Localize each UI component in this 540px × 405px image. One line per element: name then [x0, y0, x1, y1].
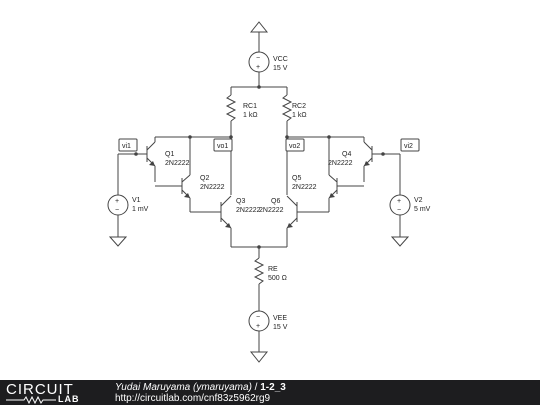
logo-lab-text: LAB: [58, 394, 80, 404]
node-vo2-box: [285, 138, 305, 152]
rc1-label: RC1: [243, 103, 257, 110]
q6-label: Q6: [271, 198, 280, 205]
circuit-url[interactable]: http://circuitlab.com/cnf83z5962rg9: [115, 393, 271, 404]
re-resistor: [253, 257, 265, 285]
q5-label: Q5: [292, 175, 301, 182]
node-vo2-label: vo2: [289, 143, 300, 150]
v2-plus: +: [397, 198, 401, 205]
author-link[interactable]: Yudai Maruyama (ymaruyama): [115, 382, 252, 393]
vcc-supply-arrow: [249, 21, 269, 33]
vcc-minus: −: [256, 55, 260, 62]
rc2-label: RC2: [292, 103, 306, 110]
re-value: 500 Ω: [268, 275, 287, 282]
node-vi2-label: vi2: [404, 143, 413, 150]
q2-label: Q2: [200, 175, 209, 182]
rc2-resistor: [281, 94, 293, 122]
node-vi1-box: [118, 138, 138, 152]
v2-minus: −: [397, 207, 401, 214]
v1-label: V1: [132, 197, 141, 204]
q3-label: Q3: [236, 198, 245, 205]
rc2-value: 1 kΩ: [292, 112, 307, 119]
logo-resistor-icon: [6, 395, 56, 404]
rc1-resistor: [225, 94, 237, 122]
v1-plus: +: [115, 198, 119, 205]
re-label: RE: [268, 266, 278, 273]
vee-minus: −: [256, 314, 260, 321]
footer-credit: Yudai Maruyama (ymaruyama) / 1-2_3: [115, 382, 286, 393]
q2-model: 2N2222: [200, 184, 225, 191]
v2-value: 5 mV: [414, 206, 431, 213]
q1-model: 2N2222: [165, 160, 190, 167]
v1-minus: −: [115, 207, 119, 214]
node-vi1-label: vi1: [122, 143, 131, 150]
v1-ground: [108, 236, 128, 247]
q6-model: 2N2222: [259, 207, 284, 214]
vcc-value: 15 V: [273, 65, 288, 72]
v2-label: V2: [414, 197, 423, 204]
q4-model: 2N2222: [328, 160, 353, 167]
q4-label: Q4: [342, 151, 351, 158]
vcc-plus: +: [256, 64, 260, 71]
node-vo1-box: [213, 138, 233, 152]
v1-value: 1 mV: [132, 206, 149, 213]
vee-label: VEE: [273, 315, 287, 322]
project-name[interactable]: 1-2_3: [260, 382, 286, 393]
circuit-schematic: − + − + + − + − VCC 15 V RC1 1 kΩ RC2 1 …: [107, 21, 431, 363]
credit-separator: /: [251, 382, 261, 393]
node-vo1-label: vo1: [217, 143, 228, 150]
footer-bar: CIRCUIT LAB Yudai Maruyama (ymaruyama) /…: [0, 380, 540, 405]
q5-model: 2N2222: [292, 184, 317, 191]
circuitlab-logo[interactable]: CIRCUIT: [6, 381, 74, 398]
vcc-label: VCC: [273, 56, 288, 63]
q1-label: Q1: [165, 151, 174, 158]
q3-model: 2N2222: [236, 207, 261, 214]
node-vi2-box: [400, 138, 420, 152]
vee-value: 15 V: [273, 324, 288, 331]
vee-plus: +: [256, 323, 260, 330]
vee-ground: [249, 351, 269, 363]
schematic-canvas: − + − + + − + − VCC 15 V RC1 1 kΩ RC2 1 …: [107, 21, 431, 363]
v2-ground: [390, 236, 410, 247]
rc1-value: 1 kΩ: [243, 112, 258, 119]
